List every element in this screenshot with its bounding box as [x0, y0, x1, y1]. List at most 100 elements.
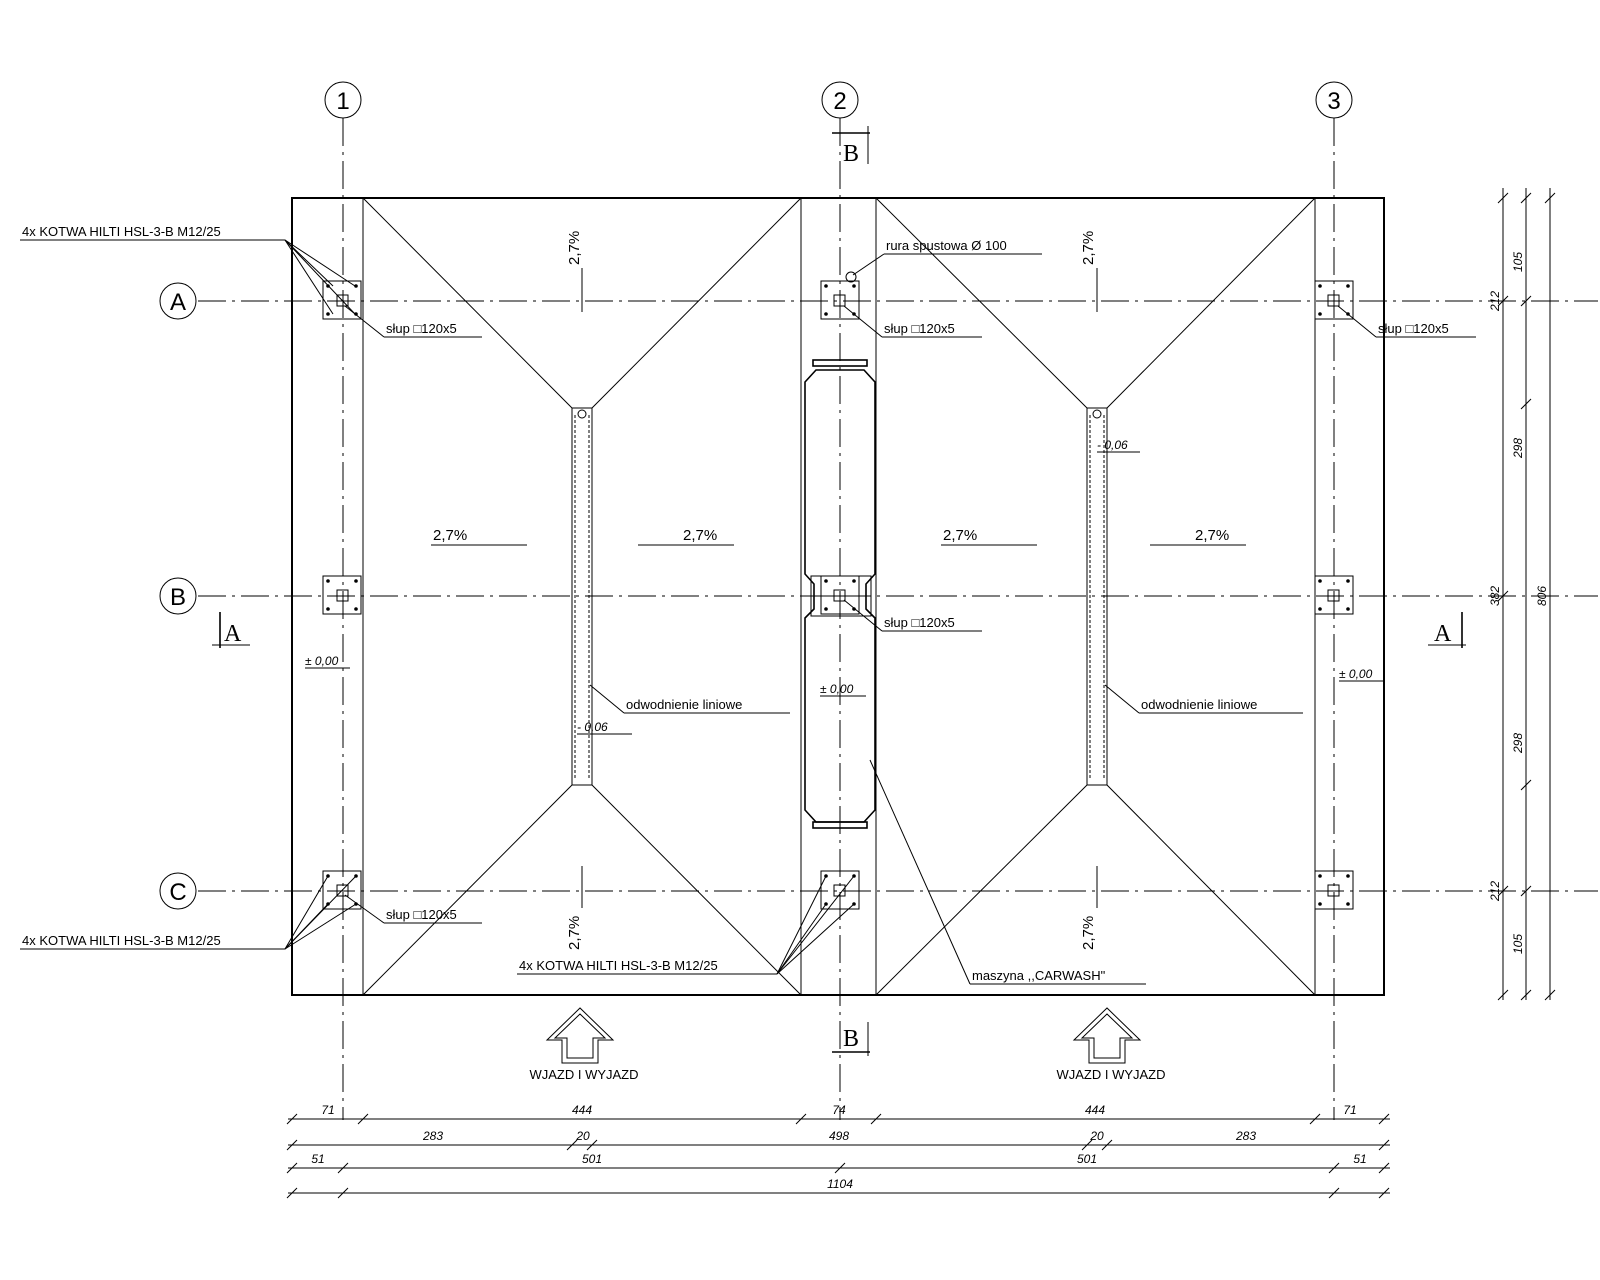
slab-outline [291, 197, 1385, 996]
linear-drain-left [571, 407, 593, 786]
dimension-tick [834, 1162, 846, 1174]
dimension-tick [286, 1187, 298, 1199]
dimension-tick [1378, 1113, 1390, 1125]
svg-text:1104: 1104 [827, 1177, 853, 1191]
slope-label-mid-1: 2,7% [433, 527, 467, 544]
dimension-tick [1081, 1139, 1093, 1151]
section-a-right-label: A [1434, 621, 1452, 647]
dimension-tick [1328, 1187, 1340, 1199]
slope-markers: 2,7% 2,7% 2,7% 2,7% 2,7% 2,7% 2,7% 2,7% [431, 231, 1246, 950]
svg-text:51: 51 [1353, 1152, 1366, 1166]
slope-label-top-left: 2,7% [566, 231, 583, 265]
level-center: ± 0,00 [820, 682, 854, 696]
column-base-c3 [1314, 870, 1354, 910]
section-a-left-label: A [224, 621, 242, 647]
entry-label-right: WJAZD I WYJAZD [1056, 1067, 1165, 1082]
column-base-b2 [820, 575, 860, 615]
slope-label-mid-2: 2,7% [683, 527, 717, 544]
slab [291, 197, 1385, 996]
section-b-top-label: B [843, 141, 859, 167]
svg-text:105: 105 [1511, 934, 1525, 954]
grid-label-b: B [170, 584, 186, 611]
dimension-tick [1497, 989, 1509, 1001]
dimension-tick [1544, 192, 1556, 204]
svg-text:501: 501 [582, 1152, 602, 1166]
svg-text:51: 51 [311, 1152, 324, 1166]
svg-text:105: 105 [1511, 252, 1525, 272]
grid-bubble-1 [324, 81, 362, 119]
dimension-tick [1328, 1162, 1340, 1174]
svg-text:74: 74 [832, 1103, 846, 1117]
svg-text:498: 498 [829, 1129, 849, 1143]
slope-label-bottom-left: 2,7% [566, 916, 583, 950]
entry-label-left: WJAZD I WYJAZD [529, 1067, 638, 1082]
svg-text:501: 501 [1077, 1152, 1097, 1166]
svg-text:20: 20 [1089, 1129, 1104, 1143]
anchor-label-bottom-left: 4x KOTWA HILTI HSL-3-B M12/25 [22, 933, 221, 948]
dimension-tick [1520, 192, 1532, 204]
svg-text:71: 71 [321, 1103, 334, 1117]
dimension-tick [1497, 295, 1509, 307]
svg-text:212: 212 [1488, 291, 1502, 312]
svg-text:298: 298 [1511, 733, 1525, 754]
svg-text:71: 71 [1343, 1103, 1356, 1117]
grid-axes [198, 118, 1598, 1120]
dimension-tick [1309, 1113, 1321, 1125]
linear-drain-right [1086, 407, 1108, 786]
grid-label-2: 2 [833, 88, 846, 115]
dimension-tick [1101, 1139, 1113, 1151]
dimension-tick [337, 1162, 349, 1174]
grid-bubble-3 [1315, 81, 1353, 119]
drain-label-right: odwodnienie liniowe [1141, 697, 1257, 712]
column-label-a1: słup □120x5 [386, 321, 457, 336]
section-b-bottom-label: B [843, 1026, 859, 1052]
dimension-tick [1378, 1187, 1390, 1199]
column-base-b1 [322, 575, 362, 615]
grid-label-3: 3 [1327, 88, 1340, 115]
svg-text:444: 444 [572, 1103, 592, 1117]
dimension-tick [1378, 1139, 1390, 1151]
column-base-a3 [1314, 280, 1354, 320]
grid-bubbles: 1 2 3 A B C [159, 81, 1353, 910]
svg-text:212: 212 [1488, 881, 1502, 902]
column-label-c1: słup □120x5 [386, 907, 457, 922]
column-base-b3 [1314, 575, 1354, 615]
entry-arrow-right: WJAZD I WYJAZD [1056, 1007, 1166, 1082]
grid-bubble-c [159, 872, 197, 910]
dimension-tick [1378, 1162, 1390, 1174]
dimension-tick [1544, 989, 1556, 1001]
grid-bubble-a [159, 282, 197, 320]
dimension-tick [286, 1139, 298, 1151]
downpipe-label: rura spustowa Ø 100 [886, 238, 1007, 253]
dimension-tick [286, 1113, 298, 1125]
column-label-b2: słup □120x5 [884, 615, 955, 630]
svg-text:283: 283 [1235, 1129, 1256, 1143]
entry-arrow-left: WJAZD I WYJAZD [529, 1007, 639, 1082]
grid-label-1: 1 [336, 88, 349, 115]
grid-bubble-2 [821, 81, 859, 119]
dimension-tick [1520, 398, 1532, 410]
dimension-tick [1497, 590, 1509, 602]
slope-label-mid-3: 2,7% [943, 527, 977, 544]
dimensions-horizontal: 71 444 74 444 71 283 20 498 20 283 51 50… [286, 1103, 1390, 1199]
slope-lines [362, 197, 1316, 996]
svg-text:806: 806 [1535, 586, 1549, 606]
svg-text:382: 382 [1488, 586, 1502, 606]
dimension-tick [1520, 989, 1532, 1001]
grid-label-c: C [169, 879, 186, 906]
dimension-tick [1520, 779, 1532, 791]
column-bases [322, 280, 1354, 910]
slope-label-bottom-right: 2,7% [1080, 916, 1097, 950]
dimension-tick [337, 1187, 349, 1199]
machine-label: maszyna ,,CARWASH" [972, 968, 1106, 983]
column-base-a2 [820, 280, 860, 320]
dimension-tick [286, 1162, 298, 1174]
column-label-a3: słup □120x5 [1378, 321, 1449, 336]
dimension-tick [795, 1113, 807, 1125]
svg-text:298: 298 [1511, 438, 1525, 459]
dimension-tick [1520, 295, 1532, 307]
dimension-tick [1520, 885, 1532, 897]
level-left: ± 0,00 [305, 654, 339, 668]
grid-label-a: A [170, 289, 186, 316]
